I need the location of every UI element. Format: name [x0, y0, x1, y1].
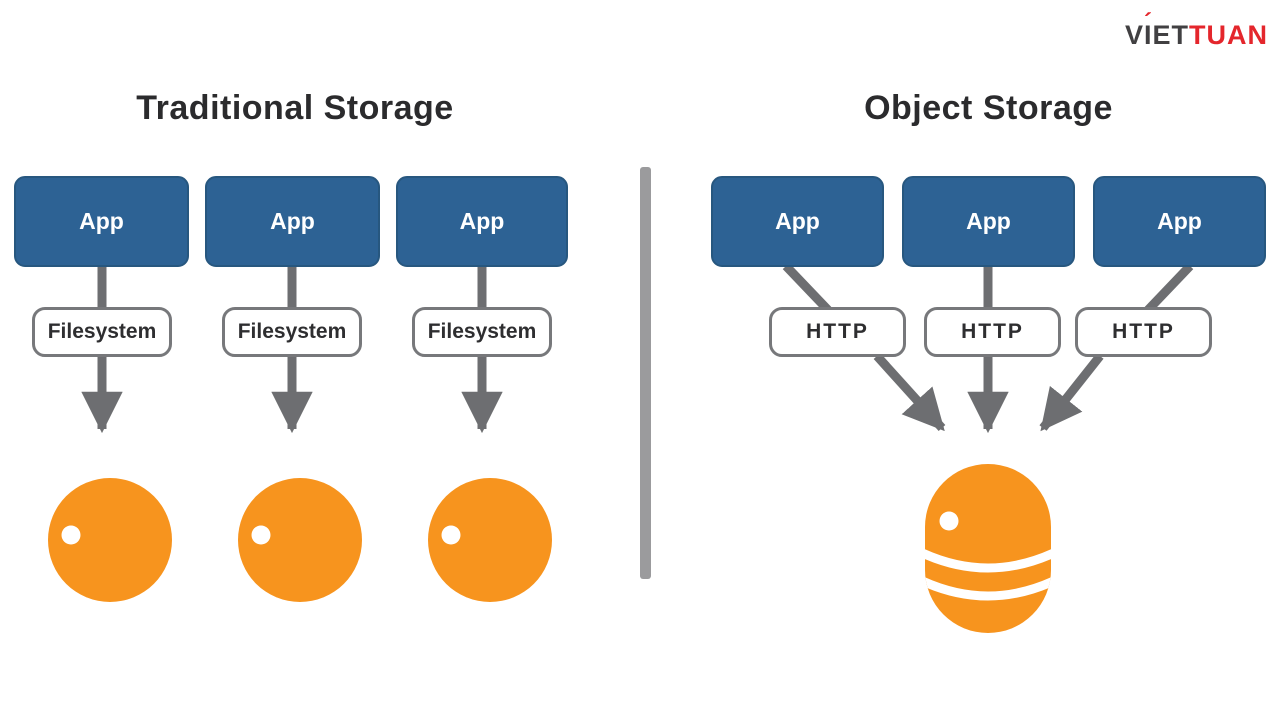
right-arrows	[782, 262, 1194, 434]
app-box: App	[902, 176, 1075, 267]
logo-accented-letter: ´ I	[1143, 11, 1153, 50]
logo-accent-mark: ´	[1143, 9, 1153, 36]
disk-icon	[428, 478, 552, 602]
logo-text-part: I	[1143, 20, 1153, 50]
converging-arrow	[1039, 353, 1104, 432]
http-box: HTTP	[924, 307, 1061, 357]
filesystem-box: Filesystem	[222, 307, 362, 357]
http-box: HTTP	[769, 307, 906, 357]
stack-separator-arc	[925, 573, 1051, 601]
divider-line	[640, 167, 651, 579]
disk-stack-body	[925, 464, 1051, 633]
logo-text-part: ET	[1152, 20, 1189, 50]
filesystem-box: Filesystem	[32, 307, 172, 357]
filesystem-box: Filesystem	[412, 307, 552, 357]
app-box: App	[205, 176, 380, 267]
converging-arrow	[873, 352, 946, 432]
disk-icons	[48, 478, 552, 602]
disk-highlight-dot	[61, 525, 81, 545]
disk-highlight-dot	[251, 525, 271, 545]
logo-text-part: V	[1124, 20, 1144, 50]
disk-icon	[238, 478, 362, 602]
disk-highlight-dot	[939, 511, 959, 531]
right-section-title: Object Storage	[864, 88, 1113, 127]
logo-text-part: TUAN	[1189, 20, 1268, 50]
http-box: HTTP	[1075, 307, 1212, 357]
disk-stack-icon	[925, 464, 1051, 633]
disk-icon	[48, 478, 172, 602]
app-box: App	[396, 176, 568, 267]
disk-highlight-dot	[441, 525, 461, 545]
arrow-line	[1144, 262, 1194, 314]
arrow-line	[782, 262, 832, 314]
app-box: App	[711, 176, 884, 267]
app-box: App	[1093, 176, 1266, 267]
stack-separator-arc	[925, 545, 1051, 573]
viettuan-logo: V ´ I ET TUAN	[1124, 11, 1268, 50]
left-section-title: Traditional Storage	[136, 88, 454, 127]
disk-stack-separators	[925, 545, 1051, 601]
app-box: App	[14, 176, 189, 267]
